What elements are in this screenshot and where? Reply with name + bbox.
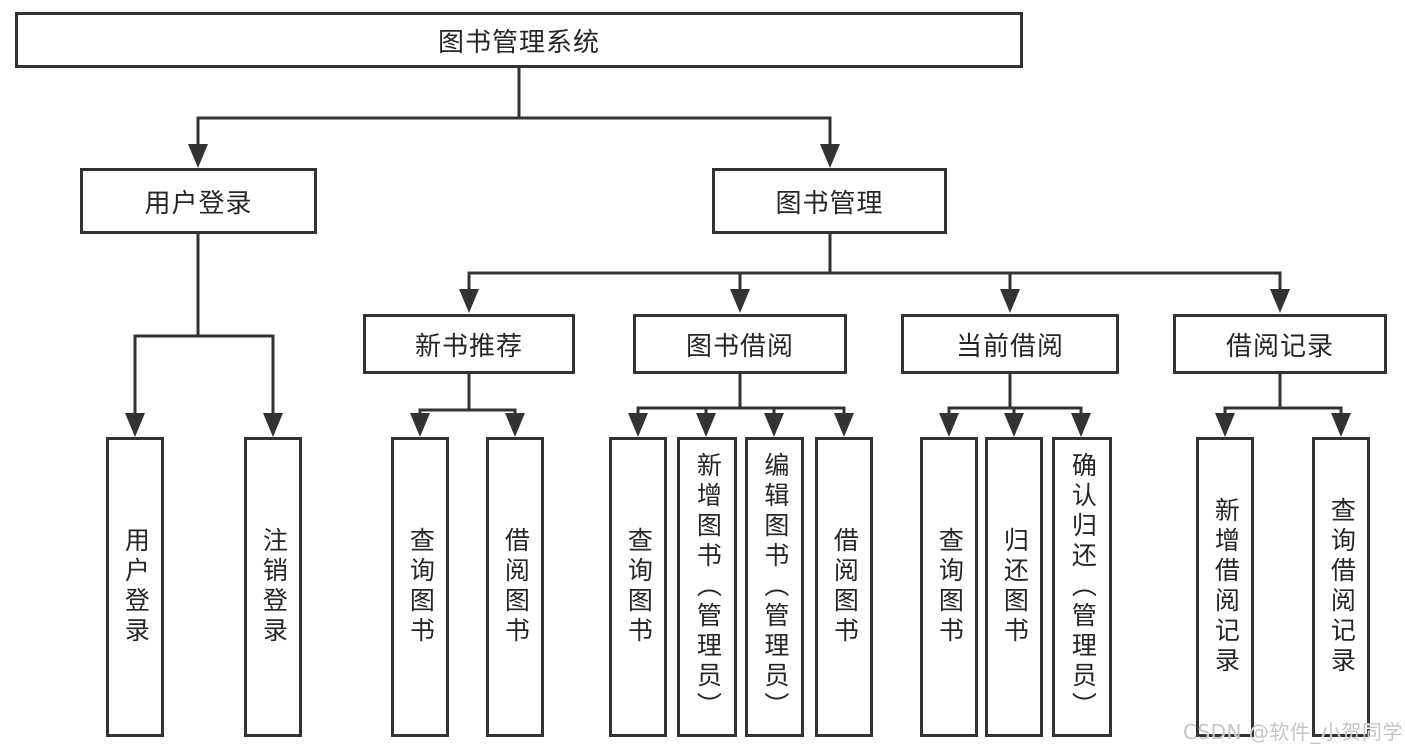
arrowhead [1000, 289, 1020, 313]
node-borrow-records: 借阅记录 [1173, 314, 1387, 374]
node-user-login: 用户登录 [80, 168, 317, 234]
leaf-borrow-book-borrow: 借阅图书 [815, 437, 873, 737]
arrowhead [939, 413, 959, 437]
arrowhead [125, 413, 145, 437]
leaf-query-borrow-record: 查询借阅记录 [1312, 437, 1370, 737]
connector-borrow-group [636, 372, 846, 424]
leaf-add-book-admin-label: 新增图书（管理员） [693, 452, 723, 722]
leaf-return-book-label: 归还图书 [1000, 527, 1030, 647]
node-current-borrow: 当前借阅 [901, 314, 1119, 374]
arrowhead [1270, 289, 1290, 313]
node-root-label: 图书管理系统 [437, 27, 600, 58]
leaf-user-login: 用户登录 [106, 437, 164, 737]
connector-level2-spine [196, 116, 832, 152]
node-new-book-recommend: 新书推荐 [363, 314, 575, 374]
node-book-borrow-label: 图书借阅 [685, 331, 794, 362]
leaf-query-book-recommend: 查询图书 [391, 437, 449, 737]
arrowhead [410, 413, 430, 437]
node-book-borrow: 图书借阅 [633, 314, 847, 374]
node-borrow-records-label: 借阅记录 [1225, 331, 1334, 362]
connector-records-group [1223, 372, 1343, 424]
arrowhead [764, 413, 784, 437]
node-current-borrow-label: 当前借阅 [955, 331, 1064, 362]
leaf-edit-book-admin: 编辑图书（管理员） [745, 437, 804, 737]
leaf-borrow-book-borrow-label: 借阅图书 [830, 527, 860, 647]
leaf-add-book-admin: 新增图书（管理员） [677, 437, 737, 737]
connector-level3-spine [467, 271, 1282, 298]
leaf-user-login-label: 用户登录 [121, 527, 151, 647]
node-book-management-label: 图书管理 [775, 188, 884, 219]
arrowhead [1215, 413, 1235, 437]
node-root: 图书管理系统 [15, 12, 1023, 68]
leaf-query-book-borrow-label: 查询图书 [624, 527, 654, 647]
arrowhead [1331, 413, 1351, 437]
arrowhead [263, 413, 283, 437]
leaf-confirm-return-admin: 确认归还（管理员） [1052, 437, 1112, 737]
arrowhead [696, 413, 716, 437]
arrowhead [1071, 413, 1091, 437]
arrowhead [820, 144, 840, 168]
leaf-confirm-return-admin-label: 确认归还（管理员） [1068, 452, 1098, 722]
leaf-borrow-book-recommend: 借阅图书 [486, 437, 544, 737]
arrowhead [834, 413, 854, 437]
arrowhead [505, 413, 525, 437]
arrowhead [628, 413, 648, 437]
leaf-query-borrow-record-label: 查询借阅记录 [1327, 497, 1357, 677]
leaf-add-borrow-record-label: 新增借阅记录 [1211, 497, 1241, 677]
connector-user-login-spine [133, 334, 275, 424]
arrowhead [1004, 413, 1024, 437]
node-new-book-recommend-label: 新书推荐 [414, 331, 523, 362]
leaf-query-book-borrow: 查询图书 [609, 437, 667, 737]
leaf-logout: 注销登录 [244, 437, 302, 737]
leaf-edit-book-admin-label: 编辑图书（管理员） [760, 452, 790, 722]
watermark-text: CSDN @软件_小贺同学 [1183, 720, 1403, 744]
arrowhead [459, 289, 479, 313]
arrowhead [188, 144, 208, 168]
leaf-return-book: 归还图书 [985, 437, 1043, 737]
leaf-query-book-current: 查询图书 [920, 437, 978, 737]
connector-recommend-group [418, 372, 517, 424]
leaf-logout-label: 注销登录 [259, 527, 289, 647]
leaf-add-borrow-record: 新增借阅记录 [1196, 437, 1254, 737]
node-user-login-label: 用户登录 [144, 188, 253, 219]
arrowhead [730, 289, 750, 313]
leaf-query-book-current-label: 查询图书 [935, 527, 965, 647]
leaf-query-book-recommend-label: 查询图书 [406, 527, 436, 647]
node-book-management: 图书管理 [712, 168, 947, 234]
leaf-borrow-book-recommend-label: 借阅图书 [501, 527, 531, 647]
